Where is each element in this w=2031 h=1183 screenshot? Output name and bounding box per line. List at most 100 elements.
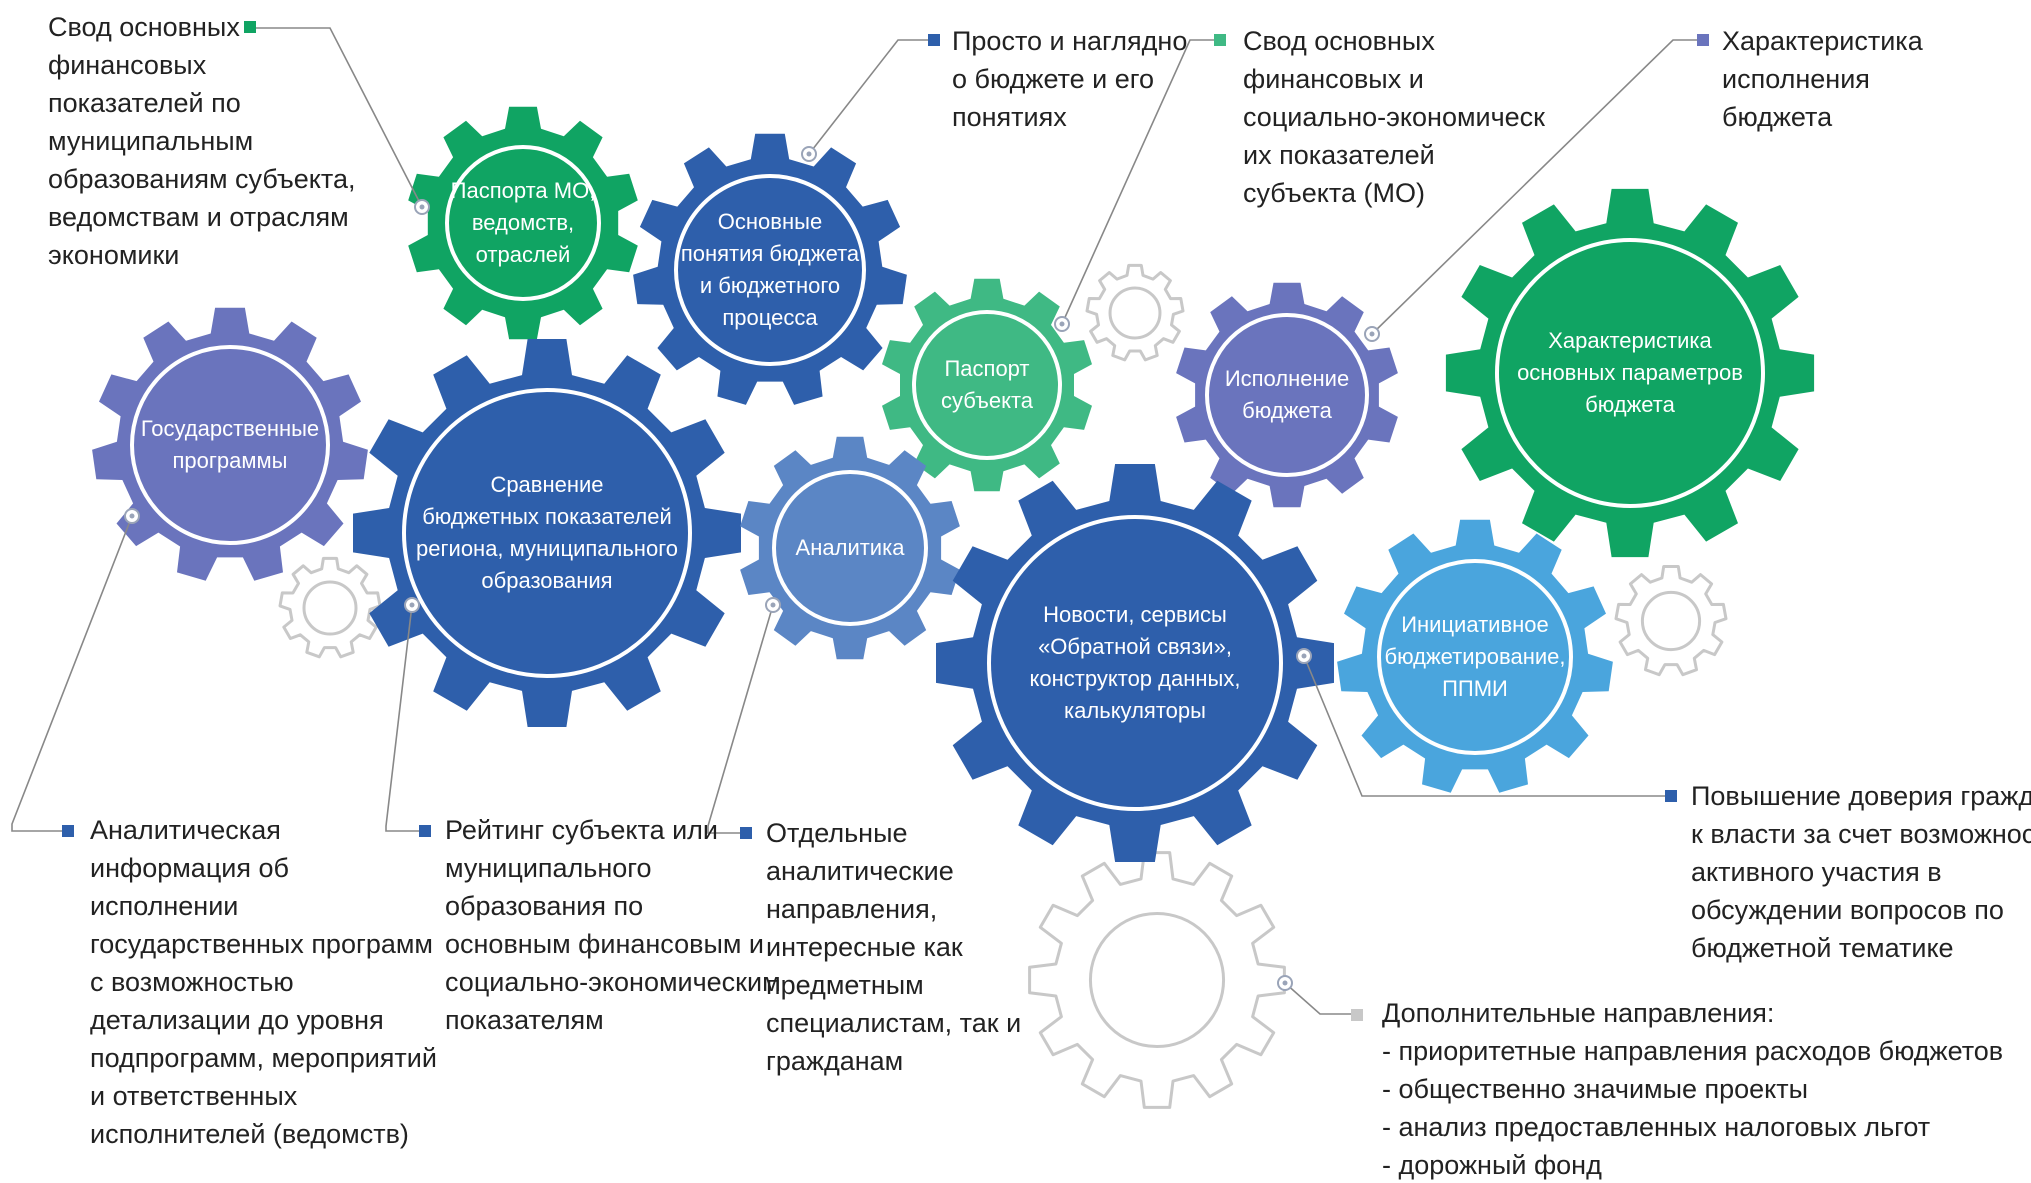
gear-label-novosti: конструктор данных,: [1030, 666, 1241, 691]
callout-prosto: Просто и наглядно о бюджете и его понятиях: [952, 22, 1187, 136]
callout-text-line: о бюджете и его: [952, 64, 1155, 94]
callout-text-line: социально-экономическим: [445, 967, 781, 997]
outline-gear-small-3: [1614, 565, 1728, 677]
gear-label-sravnenie: региона, муниципального: [416, 536, 678, 561]
connector-dot-core: [419, 204, 425, 210]
leader-line-dopolnitelnye: [1284, 982, 1357, 1015]
outline-gear-small-2: [1085, 263, 1185, 362]
bullet-marker-povyshenie: [1665, 790, 1677, 802]
callout-text-line: Характеристика: [1722, 26, 1923, 56]
callout-text-line: исполнения: [1722, 64, 1870, 94]
connector-dot-core: [129, 513, 135, 519]
callout-text-line: Просто и наглядно: [952, 26, 1188, 56]
bullet-marker-prosto: [928, 34, 940, 46]
gear-label-harakteristika: основных параметров: [1517, 360, 1743, 385]
connector-dot-core: [770, 602, 776, 608]
callout-text-line: бюджетной тематике: [1691, 933, 1954, 963]
callout-text-line: Дополнительные направления:: [1382, 998, 1775, 1028]
bullet-marker-analiticheskaya: [62, 825, 74, 837]
gear-label-novosti: Новости, сервисы: [1043, 602, 1227, 627]
gear-label-iniciativnoe: Инициативное: [1401, 612, 1549, 637]
gear-label-osnovnye-ponyatiya: Основные: [718, 209, 822, 234]
callout-text-line: детализации до уровня: [90, 1005, 384, 1035]
outline-gear-large: [1028, 851, 1286, 1109]
leader-line-reyting: [385, 604, 425, 832]
callout-text-line: Отдельные: [766, 818, 908, 848]
gear-gosprogrammy: Государственные программы: [92, 307, 368, 581]
gear-analitika: Аналитика: [740, 436, 960, 660]
callout-text-line: социально-экономическ: [1243, 102, 1545, 132]
gear-label-pasport-mo: ведомств,: [472, 210, 574, 235]
callout-text-line: Свод основных: [48, 12, 240, 42]
leader-line-prosto: [808, 39, 934, 155]
connector-dot-core: [1059, 321, 1065, 327]
callout-text-line: образованиям субъекта,: [48, 164, 356, 194]
outline-gear-small-1: [278, 556, 382, 659]
callout-text-line: финансовых: [48, 50, 207, 80]
gear-label-harakteristika: Характеристика: [1548, 328, 1712, 353]
callout-text-line: Рейтинг субъекта или: [445, 815, 719, 845]
callout-text-line: интересные как: [766, 932, 963, 962]
callout-text-line: Аналитическая: [90, 815, 281, 845]
callout-text-line: предметным: [766, 970, 924, 1000]
gear-label-pasport-mo: Паспорта МО,: [451, 178, 596, 203]
leader-line-analiticheskaya: [11, 515, 133, 832]
callout-text-line: субъекта (МО): [1243, 178, 1425, 208]
gear-label-analitika: Аналитика: [796, 535, 906, 560]
callout-text-line: аналитические: [766, 856, 954, 886]
gear-label-sravnenie: Сравнение: [490, 472, 603, 497]
callout-text-line: информация об: [90, 853, 289, 883]
connector-dot-core: [1369, 331, 1375, 337]
connector-dot-core: [1282, 980, 1288, 986]
gear-label-novosti: калькуляторы: [1064, 698, 1206, 723]
bullet-marker-otdelnye: [740, 827, 752, 839]
callout-text-line: активного участия в: [1691, 857, 1942, 887]
gear-label-novosti: «Обратной связи»,: [1038, 634, 1232, 659]
callout-text-line: понятиях: [952, 102, 1067, 132]
callout-text-line: основным финансовым и: [445, 929, 765, 959]
leader-line-svod-mo: [250, 27, 423, 208]
gear-harakteristika: Характеристика основных параметров бюджета: [1445, 188, 1815, 558]
callout-text-line: с возможностью: [90, 967, 294, 997]
gear-label-pasport-subekta: субъекта: [941, 388, 1034, 413]
gear-label-pasport-mo: отраслей: [476, 242, 571, 267]
callout-text-line: специалистам, так и: [766, 1008, 1022, 1038]
callout-text-line: гражданам: [766, 1046, 904, 1076]
callout-text-line: - общественно значимые проекты: [1382, 1074, 1809, 1104]
gear-label-ispolnenie: Исполнение: [1225, 366, 1349, 391]
gear-label-harakteristika: бюджета: [1585, 392, 1676, 417]
connector-dot-core: [806, 151, 812, 157]
gear-novosti: Новости, сервисы «Обратной связи», констру…: [936, 464, 1334, 862]
callout-text-line: образования по: [445, 891, 644, 921]
callout-text-line: подпрограмм, мероприятий: [90, 1043, 437, 1073]
connector-dot-core: [409, 602, 415, 608]
leader-line-otdelnye: [707, 604, 774, 834]
callout-text-line: - приоритетные направления расходов бюдж…: [1382, 1036, 2004, 1066]
gear-label-gosprogrammy: программы: [173, 448, 288, 473]
gear-label-gosprogrammy: Государственные: [141, 416, 319, 441]
callout-text-line: - дорожный фонд: [1382, 1150, 1602, 1180]
leader-line-svod-subekta: [1061, 39, 1220, 325]
connector-dot-core: [1301, 653, 1307, 659]
gear-label-osnovnye-ponyatiya: и бюджетного: [700, 273, 840, 298]
gear-pasport-mo: Паспорта МО, ведомств, отраслей: [408, 106, 638, 340]
bullet-marker-dopolnitelnye: [1351, 1009, 1363, 1021]
gear-label-osnovnye-ponyatiya: процесса: [722, 305, 818, 330]
bullet-marker-harakteristika-ispolneniya: [1697, 34, 1709, 46]
gear-label-pasport-subekta: Паспорт: [944, 356, 1029, 381]
callout-text-line: ведомствам и отраслям: [48, 202, 349, 232]
callout-text-line: исполнении: [90, 891, 239, 921]
callout-text-line: финансовых и: [1243, 64, 1424, 94]
gear-label-osnovnye-ponyatiya: понятия бюджета: [681, 241, 860, 266]
leader-line-povyshenie: [1303, 655, 1671, 797]
gear-label-iniciativnoe: ППМИ: [1442, 676, 1508, 701]
